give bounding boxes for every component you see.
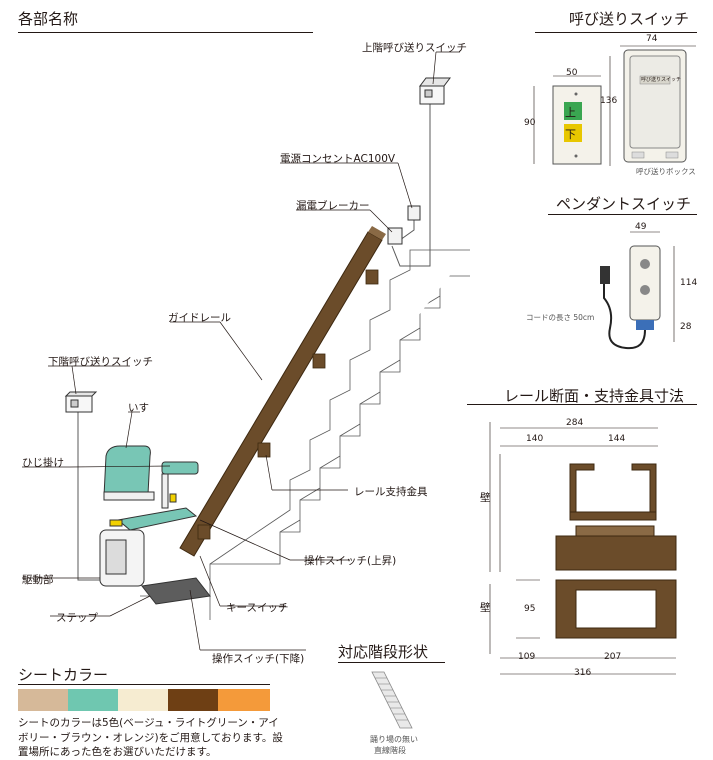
dim-call-width-small: 50 [566,68,578,78]
call-switch-drawing [533,45,696,166]
label-lower-call-switch: 下階呼び送りスイッチ [48,356,153,368]
upper-call-switch [419,77,451,105]
dim-pendant-height: 114 [680,278,698,288]
lower-call-switch [64,391,98,413]
call-box-plate: 呼び送りスイッチ [641,77,682,83]
stairs-title-rule [338,662,445,663]
dim-bracket-total: 316 [574,668,592,678]
label-guide-rail: ガイドレール [168,312,231,324]
rail-section-drawing [489,422,677,675]
label-switch-down: 操作スイッチ(下降) [212,653,305,665]
stairlift-chair [99,445,211,605]
label-drive: 駆動部 [22,574,54,586]
stairs-caption-1: 踊り場の無い [370,735,418,744]
call-box-caption: 呼び送りボックス [636,167,696,176]
rail-title-rule [467,404,697,405]
dim-bracket-right: 207 [604,652,622,662]
stairlift-illustration [22,51,470,651]
seat-color-note: シートのカラーは5色(ベージュ・ライトグリーン・アイボリー・ブラウン・オレンジ)… [18,717,283,758]
seat-color-title-rule [18,684,270,685]
staircase [140,249,470,620]
parts-title: 各部名称 [18,10,79,28]
dim-pendant-width: 49 [635,222,647,232]
label-armrest: ひじ掛け [22,457,64,469]
label-upper-call-switch: 上階呼び送りスイッチ [362,42,467,54]
swatch-beige [18,689,68,711]
breaker [387,227,403,245]
label-rail-bracket: レール支持金具 [354,486,428,498]
label-breaker: 漏電ブレーカー [296,200,370,212]
dim-rail-right: 144 [608,434,626,444]
rail-profile [555,463,677,571]
pendant-body [629,245,661,321]
pendant-cord-length: コードの長さ 50cm [526,313,595,322]
call-up-button: 上 [565,106,576,119]
dim-rail-left: 140 [526,434,544,444]
dim-call-height-box: 136 [600,96,618,106]
stairs-title: 対応階段形状 [338,643,429,661]
dim-bracket-height: 95 [524,604,536,614]
swatch-light-green [68,689,118,711]
rail-title: レール断面・支持金具寸法 [504,387,685,405]
label-outlet: 電源コンセントAC100V [280,153,396,165]
pendant-title: ペンダントスイッチ [556,195,692,213]
label-key-switch: キースイッチ [226,602,289,614]
pendant-cord [603,284,646,350]
call-down-button: 下 [565,128,576,141]
bracket-plate [555,579,677,639]
pendant-title-rule [548,214,697,215]
label-switch-up: 操作スイッチ(上昇) [304,555,397,567]
swatch-orange [218,689,270,711]
label-seat: いす [128,402,149,414]
dim-pendant-bottom: 28 [680,322,692,332]
dim-bracket-left: 109 [518,652,536,662]
stairs-caption-2: 直線階段 [374,746,406,755]
rail-wall-label: 壁 [480,492,491,504]
swatch-brown [168,689,218,711]
call-switch-title: 呼び送りスイッチ [569,10,690,28]
outlet [407,205,421,221]
pendant-drawing [600,231,675,350]
bracket-wall-label: 壁 [480,602,491,614]
call-switch-title-rule [535,32,697,33]
seat-color-title: シートカラー [18,666,109,684]
dim-call-width-box: 74 [646,34,658,44]
label-step: ステップ [56,612,98,624]
dim-rail-total: 284 [566,418,584,428]
stairs-shape-drawing [371,671,413,729]
parts-title-rule [18,32,313,33]
dim-call-height-small: 90 [524,118,536,128]
swatch-ivory [118,689,168,711]
